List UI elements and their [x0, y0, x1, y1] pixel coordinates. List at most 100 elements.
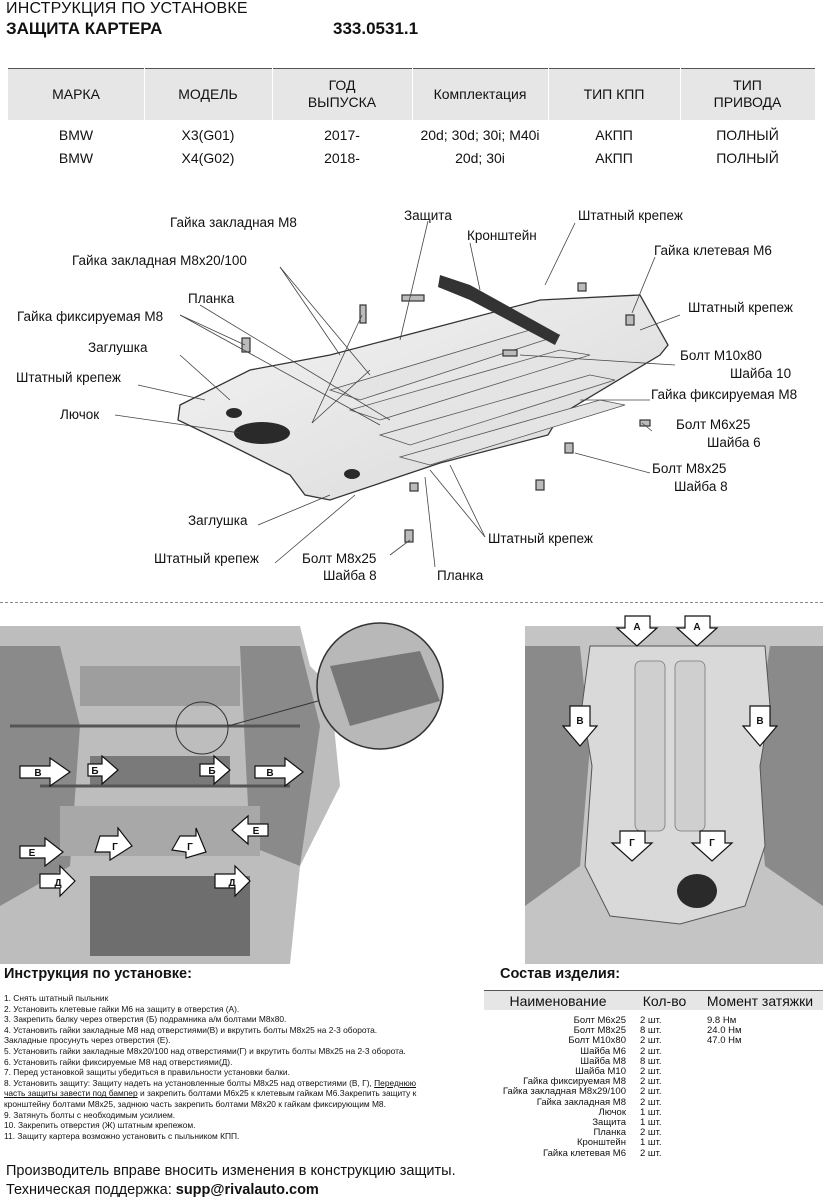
item-qty: 8 шт. [640, 1025, 662, 1037]
label-hatch: Лючок [60, 407, 100, 422]
item-qty: 2 шт. [640, 1127, 662, 1139]
item-qty: 2 шт. [640, 1066, 662, 1078]
marker-v-3: В [576, 716, 583, 727]
marker-e-1: Е [29, 848, 36, 859]
item-name: Гайка клетевая М6 [543, 1147, 626, 1159]
step-6: 6. Установить гайки фиксируемые М8 над о… [4, 1056, 233, 1067]
doc-title: ИНСТРУКЦИЯ ПО УСТАНОВКЕ [6, 0, 248, 17]
item-qty: 1 шт. [640, 1137, 662, 1149]
item-name: Гайка закладная М8х29/100 [502, 1086, 626, 1098]
label-standard-fastener-1: Штатный крепеж [578, 208, 683, 223]
label-strip-1: Планка [188, 291, 235, 306]
item-torque [687, 1057, 807, 1067]
step-7: 7. Перед установкой защиты убедиться в п… [4, 1067, 290, 1078]
label-bolt-m6x25: Болт М6х25 [676, 417, 751, 432]
item-qty: 2 шт. [640, 1015, 662, 1026]
item-torque [687, 1108, 807, 1118]
composition-row: Шайба М8 8 шт. [484, 1055, 823, 1067]
item-torque: 24.0 Нм [707, 1025, 742, 1037]
step-9: 9. Затянуть болты с необходимым усилием. [4, 1109, 176, 1120]
step-10: 10. Закрепить отверстия (Ж) штатным креп… [4, 1120, 196, 1131]
marker-b-2: Б [208, 766, 215, 777]
step-4: 4. Установить гайки закладные М8 над отв… [4, 1024, 378, 1035]
composition-row: Гайка клетевая М6 2 шт. [484, 1147, 823, 1159]
marker-a-1: А [633, 622, 640, 633]
marker-d-2: Д [228, 878, 235, 889]
item-qty: 8 шт. [640, 1055, 662, 1067]
item-qty: 2 шт. [640, 1086, 662, 1098]
item-name: Защита [592, 1117, 626, 1129]
label-embedded-nut-m8x20: Гайка закладная М8х20/100 [72, 253, 247, 268]
marker-d-1: Д [54, 878, 61, 889]
composition-header: Наименование Кол-во Момент затяжки [484, 990, 823, 1010]
item-qty: 2 шт. [640, 1147, 662, 1159]
step-11: 11. Защиту картера возможно установить с… [4, 1130, 240, 1141]
item-name: Гайка фиксируемая М8 [523, 1076, 626, 1088]
step-3: 3. Закрепить балку через отверстия (Б) п… [4, 1014, 287, 1025]
item-qty: 2 шт. [640, 1096, 662, 1108]
instructions-title: Инструкция по установке: [4, 966, 192, 982]
label-standard-fastener-4: Штатный крепеж [488, 531, 593, 546]
step-5: 5. Установить гайки закладные М8х20/100 … [4, 1045, 406, 1056]
footer-note: Производитель вправе вносить изменения в… [6, 1163, 456, 1179]
item-torque: 47.0 Нм [707, 1035, 742, 1047]
composition-row: Защита 1 шт. [484, 1117, 823, 1129]
label-standard-fastener-5: Штатный крепеж [154, 551, 259, 566]
item-name: Шайба М6 [580, 1045, 626, 1057]
label-bolt-m10x80: Болт М10х80 [680, 348, 762, 363]
plug-bottom [344, 469, 360, 479]
label-plug-2: Заглушка [188, 513, 248, 528]
item-qty: 1 шт. [640, 1117, 662, 1129]
marker-g-1: Г [112, 842, 118, 853]
section-divider [0, 602, 823, 603]
label-plug-1: Заглушка [88, 340, 148, 355]
step-1: 1. Снять штатный пыльник [4, 993, 109, 1003]
step-4-note: Закладные просунуть через отверстия (Е). [4, 1035, 171, 1046]
label-embedded-nut-m8: Гайка закладная М8 [170, 215, 297, 230]
label-bracket: Кронштейн [467, 228, 537, 243]
item-name: Болт М6х25 [573, 1015, 626, 1026]
marker-v-2: В [266, 768, 273, 779]
label-bolt-m8x25-right: Болт М8х25 [652, 461, 727, 476]
marker-v-1: В [34, 768, 41, 779]
support-email[interactable]: supp@rivalauto.com [175, 1182, 319, 1198]
bracket-bar [438, 275, 560, 345]
item-name: Шайба М10 [575, 1066, 626, 1078]
item-torque [687, 1149, 807, 1159]
composition-title: Состав изделия: [500, 966, 621, 982]
item-qty: 1 шт. [640, 1106, 662, 1118]
item-name: Шайба М8 [580, 1055, 626, 1067]
underbody-photo-right [525, 626, 823, 964]
item-torque: 9.8 Нм [707, 1015, 737, 1026]
plug-top [226, 408, 242, 418]
installation-photos: А А В В Б Б Е Е Г Г Д Д В В Г Г [0, 606, 823, 964]
item-torque [687, 1067, 807, 1077]
item-name: Гайка закладная М8 [536, 1096, 626, 1108]
label-fixed-nut-m8-1: Гайка фиксируемая М8 [17, 309, 164, 324]
exploded-diagram: Гайка закладная М8 Защита Штатный крепеж… [0, 195, 823, 595]
label-washer-10: Шайба 10 [730, 366, 792, 381]
item-torque [687, 1138, 807, 1148]
label-bolt-m8x25-bottom: Болт М8х25 [302, 551, 377, 566]
marker-a-2: А [693, 622, 700, 633]
step-8-end: кронштейну болтами М8х25, заднюю часть з… [4, 1098, 386, 1109]
label-standard-fastener-3: Штатный крепеж [16, 370, 121, 385]
composition-row: Гайка закладная М8 2 шт. [484, 1096, 823, 1108]
hatch-cover [234, 422, 290, 444]
label-washer-8-right: Шайба 8 [674, 479, 728, 494]
marker-g-3: Г [629, 838, 635, 849]
marker-b-1: Б [91, 766, 98, 777]
item-torque [687, 1098, 807, 1108]
